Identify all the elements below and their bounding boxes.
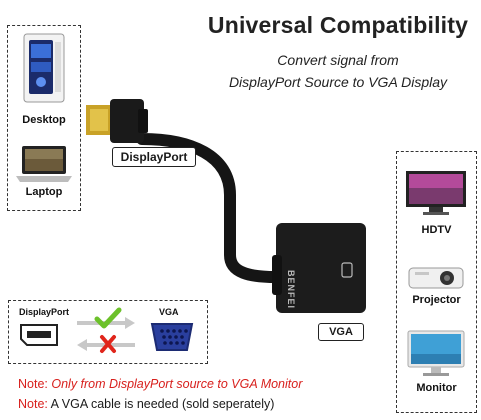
projector-label: Projector <box>412 294 461 306</box>
adapter-illustration <box>86 99 366 313</box>
subtitle-line-2: DisplayPort Source to VGA Display <box>228 74 448 90</box>
hdtv-label: HDTV <box>421 224 452 236</box>
direction-diagram: DisplayPort VGA <box>8 300 208 364</box>
note-2: Note: A VGA cable is needed (sold sepera… <box>18 397 274 411</box>
laptop-label: Laptop <box>25 186 63 198</box>
projector-icon <box>408 267 464 289</box>
note-2-prefix: Note: <box>18 397 48 411</box>
displayport-label: DisplayPort <box>112 147 196 167</box>
monitor-label: Monitor <box>416 382 457 394</box>
note-1-text: Only from DisplayPort source to VGA Moni… <box>47 377 303 391</box>
diagram-vga-label: VGA <box>159 307 179 317</box>
monitor-icon <box>407 330 465 376</box>
display-devices-box: HDTV Projector Monitor <box>396 151 477 413</box>
displayport-port-icon <box>20 324 58 346</box>
desktop-label: Desktop <box>22 114 66 126</box>
desktop-computer-icon <box>23 33 65 103</box>
diagram-displayport-label: DisplayPort <box>19 307 70 317</box>
subtitle-line-1: Convert signal from <box>277 52 399 68</box>
reverse-arrow-cross-icon <box>77 335 135 353</box>
adapter-brand: BENFEI <box>286 270 296 310</box>
source-devices-box: Desktop Laptop <box>7 25 81 211</box>
vga-label: VGA <box>318 323 364 341</box>
laptop-icon <box>16 146 72 182</box>
note-2-text: A VGA cable is needed (sold seperately) <box>47 397 275 411</box>
note-1-prefix: Note: <box>18 377 48 391</box>
forward-arrow-check-icon <box>77 307 135 329</box>
vga-port-icon <box>150 323 194 351</box>
hdtv-icon <box>406 171 466 215</box>
note-1: Note: Only from DisplayPort source to VG… <box>18 377 302 391</box>
page-title: Universal Compatibility <box>207 12 469 38</box>
